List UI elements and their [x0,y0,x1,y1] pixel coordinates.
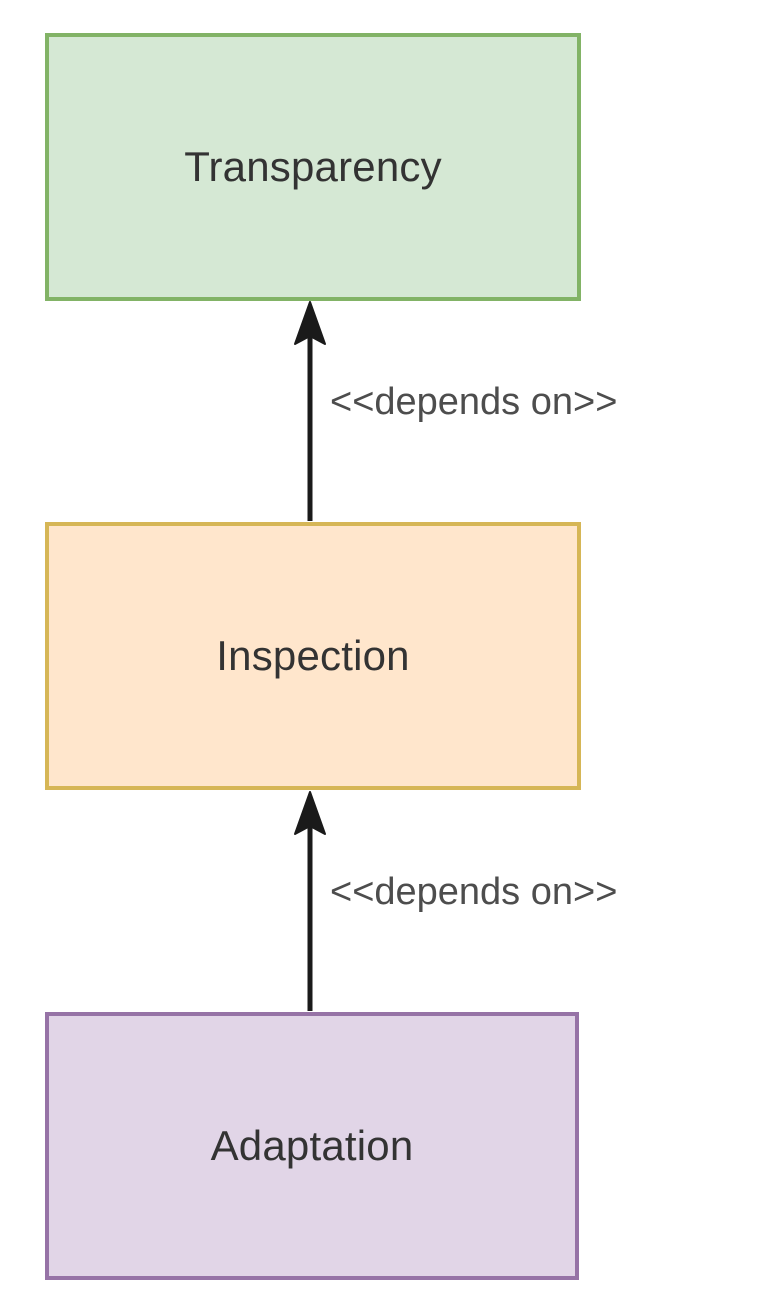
node-transparency-label: Transparency [184,142,442,190]
node-inspection-label: Inspection [216,631,410,679]
node-adaptation[interactable]: Adaptation [45,1012,579,1280]
edge-label-depends-on-2: <<depends on>> [330,871,618,913]
edge-inspection-transparency[interactable] [294,301,326,521]
edge-label-depends-on-1: <<depends on>> [330,381,618,423]
node-transparency[interactable]: Transparency [45,33,581,301]
node-inspection[interactable]: Inspection [45,522,581,790]
arrowhead-up-icon [294,301,326,345]
edge-adaptation-inspection[interactable] [294,791,326,1011]
arrowhead-up-icon [294,791,326,835]
node-adaptation-label: Adaptation [210,1121,414,1169]
